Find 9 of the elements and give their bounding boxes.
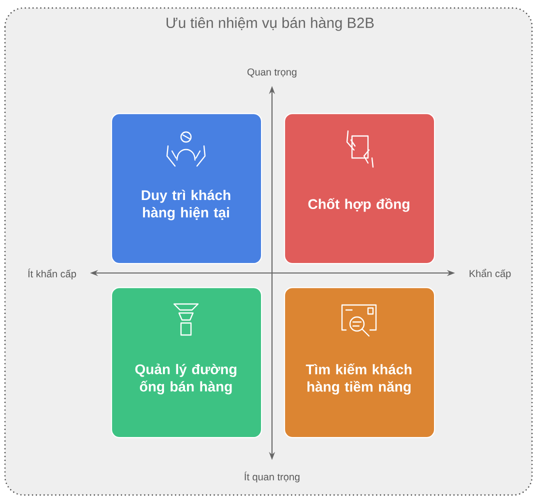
quadrant-box: Tìm kiếm khách hàng tiềm năng [284, 287, 436, 438]
axis-label: Khẩn cấp [470, 268, 511, 280]
axis-label: Ít quan trọng [244, 472, 300, 482]
quadrant-box: Duy trì khách hàng hiện tại [111, 113, 262, 264]
quadrant-box: Quản lý đường ống bán hàng [111, 287, 262, 438]
axis-label: Quan trọng [247, 68, 296, 78]
title: Ưu tiên nhiệm vụ bán hàng B2B [166, 17, 374, 31]
axis-label: Ít khẩn cấp [28, 268, 76, 280]
quadrant-box: Chốt hợp đồng [284, 113, 436, 264]
